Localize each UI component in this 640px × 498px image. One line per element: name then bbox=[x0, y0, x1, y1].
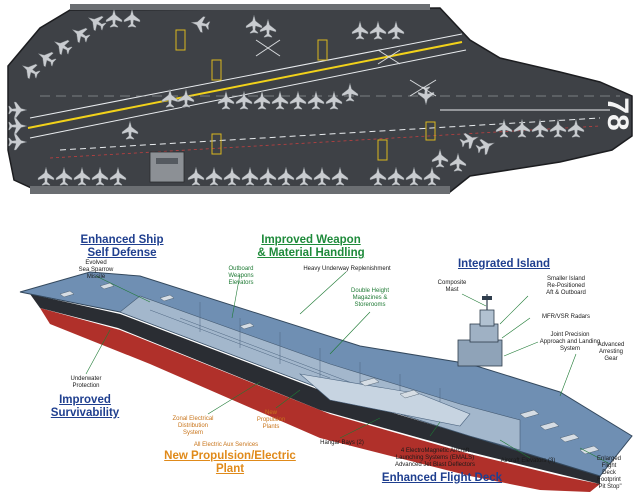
label-evolved-sea-sparrow-missile: Evolved Sea Sparrow Missile bbox=[78, 260, 114, 280]
header-improved-survivability: Improved Survivability bbox=[50, 394, 120, 419]
flight-deck-top-view: 78 bbox=[0, 0, 640, 214]
hull-side bbox=[30, 294, 600, 484]
leader-lines bbox=[85, 271, 611, 465]
label-composite-mast: Composite Mast bbox=[437, 280, 467, 293]
cutaway-illustration bbox=[19, 271, 633, 492]
header-improved-weapon-handling: Improved Weapon & Material Handling bbox=[257, 234, 365, 259]
label-heavy-underway-replenishment: Heavy Underway Replenishment bbox=[303, 266, 391, 272]
header-enhanced-flight-deck: Enhanced Flight Deck bbox=[381, 472, 503, 484]
label-aircraft-elevators: Aircraft Elevators (3) bbox=[500, 458, 556, 464]
label-underwater-protection: Underwater Protection bbox=[70, 376, 102, 389]
hangar-bay bbox=[298, 373, 471, 427]
label-outboard-weapons-elevators: Outboard Weapons Elevators bbox=[228, 266, 254, 286]
header-integrated-island: Integrated Island bbox=[457, 258, 551, 270]
flight-deck-illustration: 78 bbox=[7, 4, 634, 194]
label-double-height-magazines: Double Height Magazines & Storerooms bbox=[350, 288, 390, 308]
label-hangar-bays: Hangar Bays (2) bbox=[320, 440, 364, 446]
carrier-cutaway-diagram: Enhanced Ship Self Defense Improved Weap… bbox=[0, 214, 640, 498]
helicopters bbox=[255, 39, 437, 97]
island-top bbox=[149, 151, 185, 183]
label-zonal-electrical-distribution: Zonal Electrical Distribution System bbox=[172, 416, 214, 436]
label-emals: 4 ElectroMagnetic Aircraft Launching Sys… bbox=[394, 448, 476, 468]
label-joint-precision-approach: Joint Precision Approach and Landing Sys… bbox=[539, 332, 601, 352]
deck-aircraft bbox=[59, 282, 600, 455]
label-all-electric-aux-services: All Electric Aux Services bbox=[193, 442, 259, 448]
label-advanced-arresting-gear: Advanced Arresting Gear bbox=[597, 342, 625, 362]
label-mfr-vsr-radars: MFR/VSR Radars bbox=[541, 314, 590, 320]
label-smaller-island: Smaller Island Re-Positioned Aft & Outbo… bbox=[546, 276, 586, 296]
header-enhanced-ship-self-defense: Enhanced Ship Self Defense bbox=[80, 234, 164, 259]
label-enlarged-flight-deck-pit-stop: Enlarged Flight Deck Footprint "Pit Stop… bbox=[596, 456, 622, 490]
label-new-propulsion-plants: New Propulsion Plants bbox=[256, 410, 286, 430]
hull-lower bbox=[40, 308, 600, 492]
hull-number: 78 bbox=[601, 97, 634, 130]
header-new-propulsion-electric-plant: New Propulsion/Electric Plant bbox=[164, 450, 296, 475]
island bbox=[457, 294, 503, 367]
